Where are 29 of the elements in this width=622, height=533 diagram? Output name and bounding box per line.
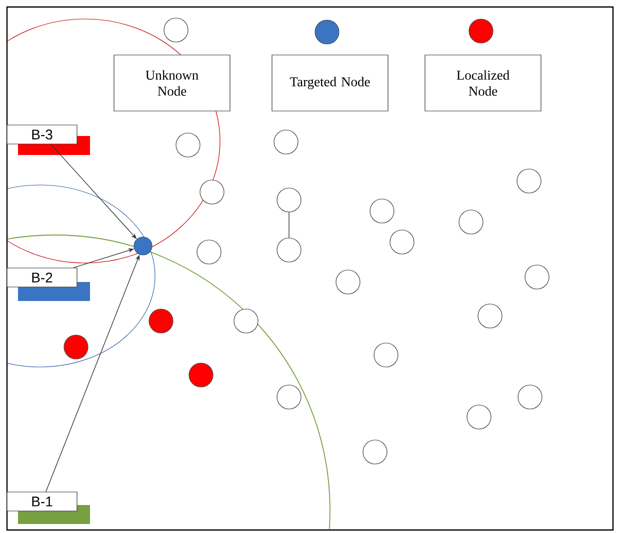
localized-node-circle — [188, 362, 214, 388]
localized-node-circle — [148, 308, 174, 334]
unknown-node-circle — [362, 440, 388, 464]
unknown-node-circle — [200, 180, 224, 204]
unknown-node-circle — [176, 132, 200, 158]
localized-node-circle — [64, 334, 88, 360]
unknown-node-circle — [524, 264, 550, 290]
legend-box: Unknown Node — [114, 54, 230, 112]
unknown-node-circle — [466, 404, 492, 430]
unknown-node-circle — [370, 198, 394, 224]
unknown-node-circle — [518, 384, 542, 410]
unknown-node-circle — [374, 342, 398, 368]
unknown-node-circle — [516, 168, 542, 194]
unknown-node-circle — [276, 188, 302, 212]
targeted-node-circle — [134, 236, 152, 256]
unknown-node-circle — [336, 270, 360, 294]
beacon-label: B-2 — [6, 268, 78, 288]
legend-box: Targeted Node — [272, 54, 388, 112]
unknown-node-circle — [274, 130, 298, 154]
unknown-node-circle — [276, 238, 302, 262]
unknown-node-circle — [478, 304, 502, 328]
unknown-node-circle — [196, 240, 222, 264]
legend-box: Localized Node — [424, 54, 542, 112]
beacon-label: B-3 — [6, 124, 78, 144]
unknown-node-circle — [234, 308, 258, 334]
beacon-label: B-1 — [6, 492, 78, 512]
unknown-node-circle — [390, 230, 414, 254]
unknown-node-circle — [276, 384, 302, 410]
unknown-node-circle — [458, 210, 484, 234]
